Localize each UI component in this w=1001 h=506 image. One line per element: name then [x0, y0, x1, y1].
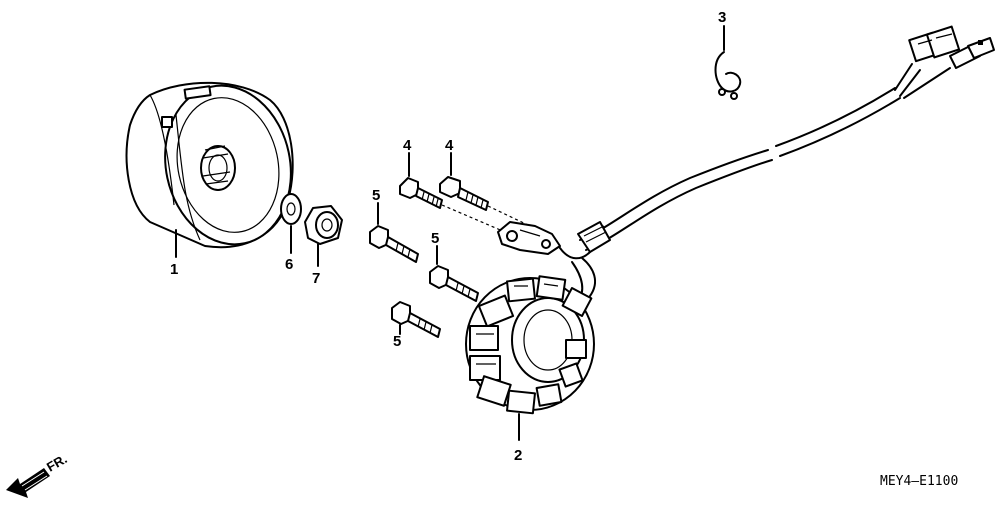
- part-number-1: 1: [170, 261, 178, 278]
- wire-harness: [559, 25, 995, 303]
- wire-clip-part: [714, 25, 742, 100]
- bolt-5a-part: [369, 202, 419, 263]
- part-number-4b: 4: [445, 137, 454, 154]
- nut-part: [304, 205, 343, 267]
- part-number-4a: 4: [403, 137, 412, 154]
- washer-part: [280, 193, 302, 254]
- part-number-6: 6: [285, 256, 293, 273]
- part-number-7: 7: [312, 270, 320, 287]
- part-number-3: 3: [718, 9, 726, 26]
- part-number-5a: 5: [372, 187, 380, 204]
- front-direction-label: FR.: [44, 451, 70, 474]
- part-number-5b: 5: [431, 230, 439, 247]
- flywheel-part: [125, 81, 294, 258]
- stator-part: [465, 275, 595, 441]
- part-number-5c: 5: [393, 333, 401, 350]
- pulser-coil-part: [497, 221, 561, 255]
- bolt-5b-part: [429, 245, 479, 302]
- part-number-2: 2: [514, 447, 522, 464]
- bolt-5c-part: [391, 301, 441, 338]
- bolt-4a-part: [399, 152, 443, 209]
- bolt-4b-part: [439, 152, 489, 211]
- part-number-labels: 1 2 3 4 4 5 5 5 6 7: [170, 9, 726, 464]
- diagram-code: MEY4–E1100: [880, 474, 958, 489]
- alignment-lines: [441, 204, 531, 233]
- front-direction-indicator: FR.: [6, 451, 70, 498]
